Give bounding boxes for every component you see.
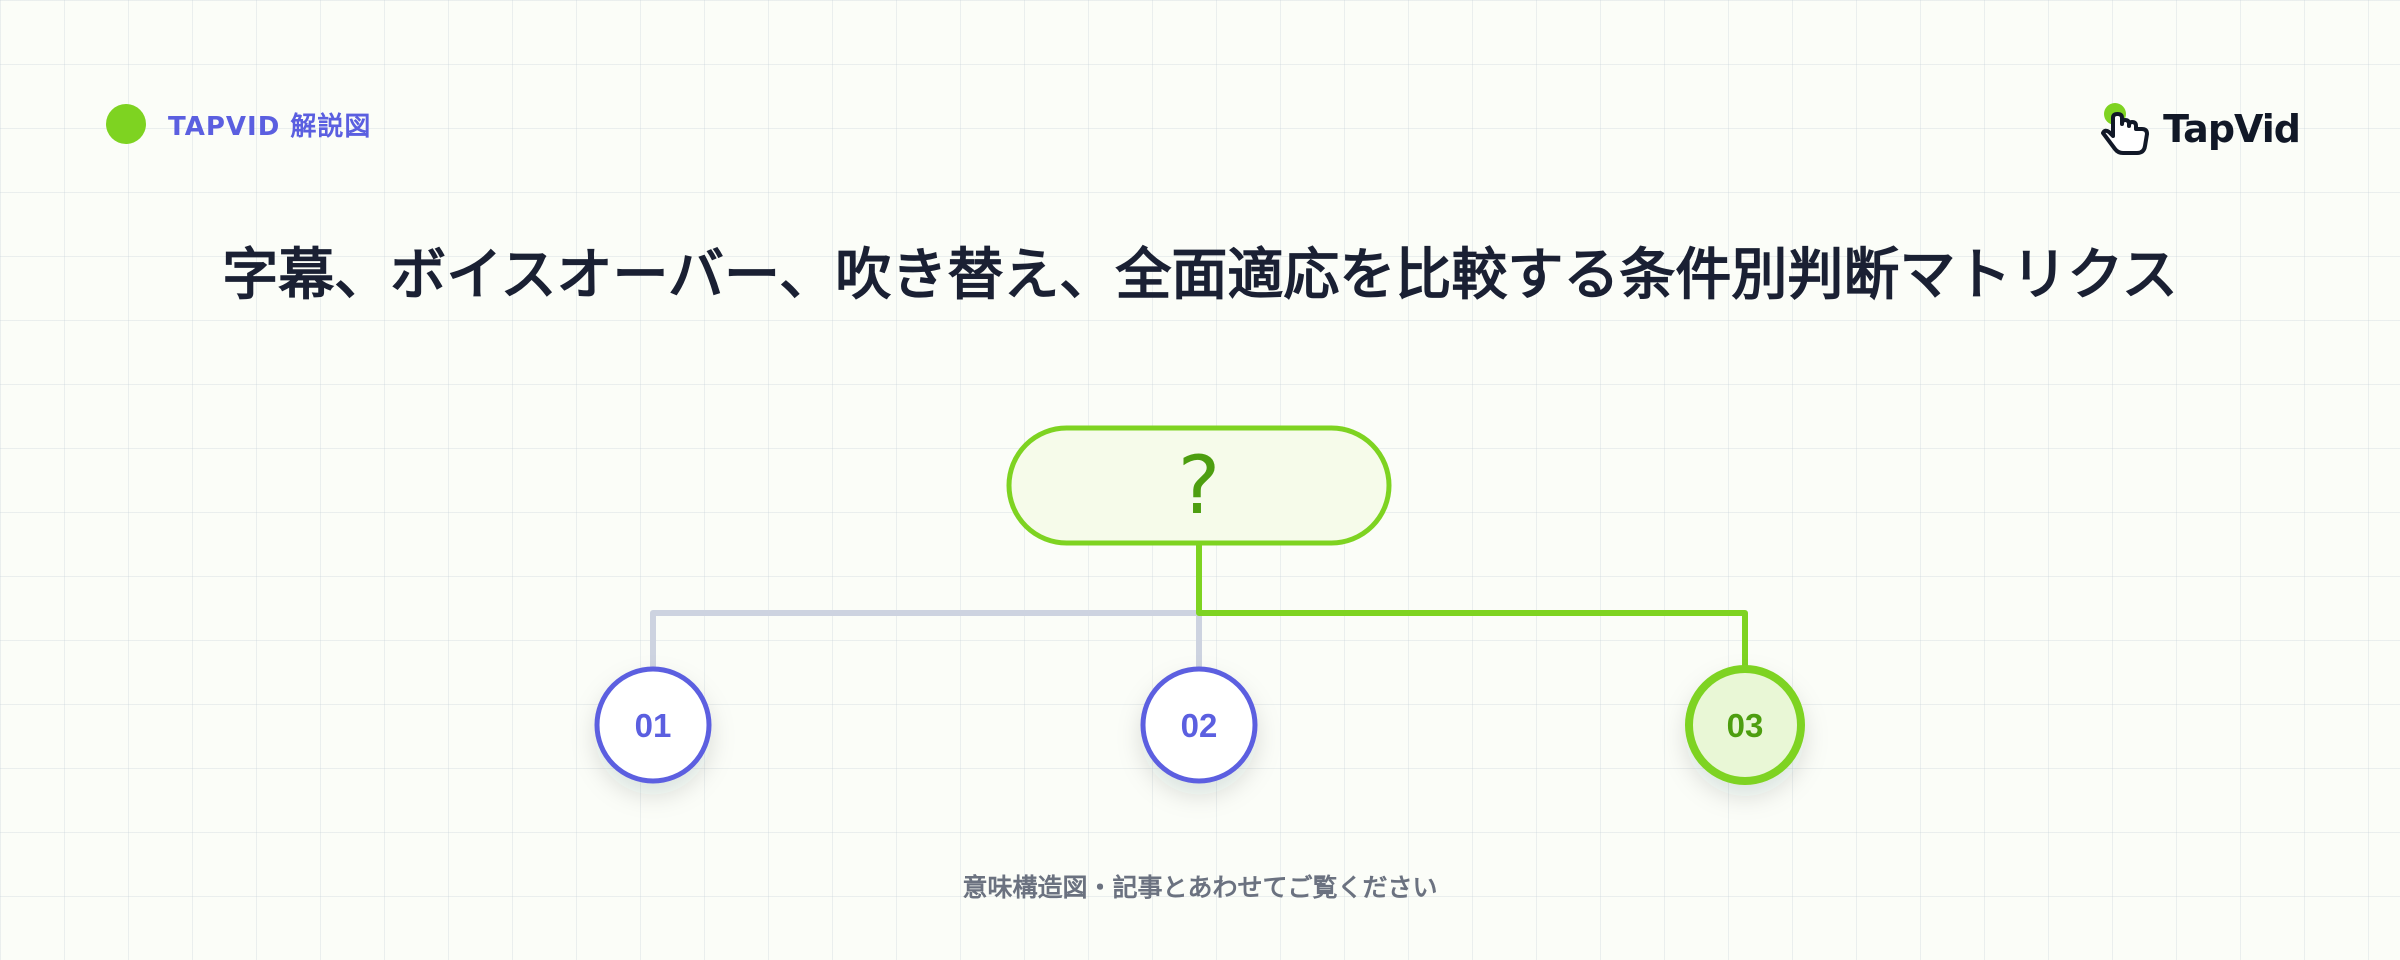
brand-dot-icon xyxy=(106,104,146,144)
node-02-label: 02 xyxy=(1181,707,1218,744)
root-node xyxy=(1006,425,1392,546)
connector-to-node-01 xyxy=(650,610,1199,672)
brand-tag: TAPVID 解説図 xyxy=(106,104,371,144)
page-title: 字幕、ボイスオーバー、吹き替え、全面適応を比較する条件別判断マトリクス xyxy=(222,243,2178,308)
node-01: 01 xyxy=(594,666,712,784)
node-01-label: 01 xyxy=(635,707,672,744)
root-node-label: ? xyxy=(1178,439,1220,532)
node-02: 02 xyxy=(1140,666,1258,784)
brand-tag-label: TAPVID 解説図 xyxy=(168,111,372,142)
connector-highlight-path xyxy=(1196,543,1748,670)
tap-hand-icon xyxy=(2101,103,2150,155)
logo-text: TapVid xyxy=(2163,107,2301,151)
node-03-highlighted: 03 xyxy=(1685,665,1805,785)
tapvid-logo: TapVid xyxy=(2099,100,2301,158)
node-03-label: 03 xyxy=(1727,707,1764,744)
footer-note: 意味構造図・記事とあわせてご覧ください xyxy=(962,873,1438,902)
